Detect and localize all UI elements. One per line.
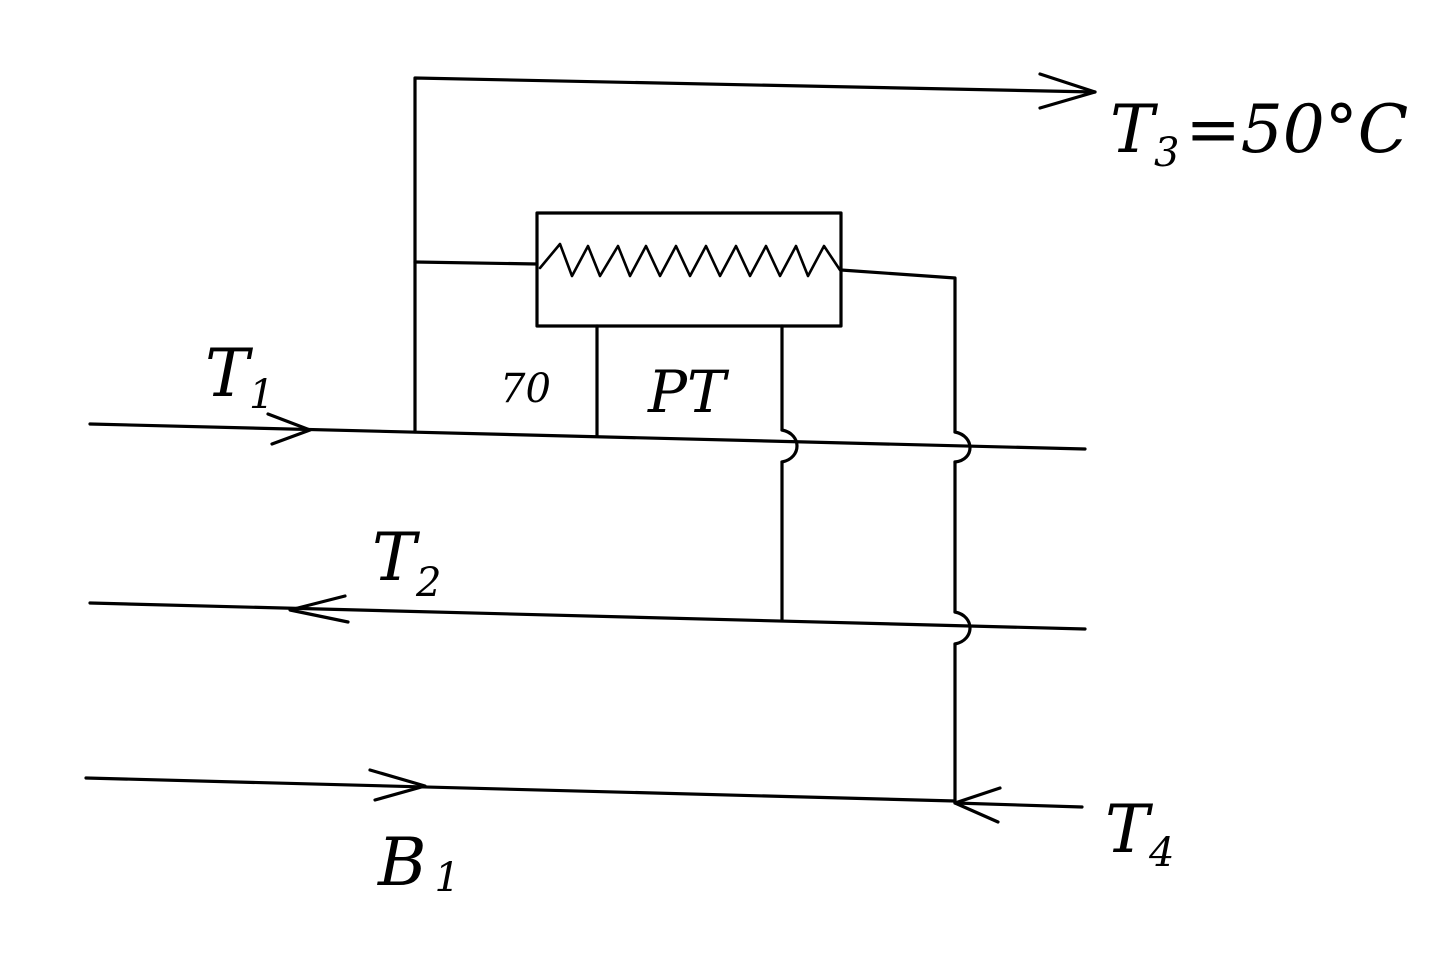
t2-arrow-icon xyxy=(288,594,350,624)
t1-label: T1 xyxy=(205,335,274,418)
t1-supply-pipe xyxy=(88,422,1087,451)
crossover-hump-regulator xyxy=(780,428,799,464)
t2-return-pipe xyxy=(88,601,1087,631)
setpoint-label: 70 xyxy=(500,366,551,412)
t1-arrow-icon xyxy=(266,412,312,446)
t3-label: T3=50°C xyxy=(1110,91,1408,176)
b1-cold-water-pipe xyxy=(84,776,957,803)
exchanger-return-pipe xyxy=(839,268,957,434)
crossover-hump-t2 xyxy=(953,610,972,646)
t3-arrow-icon xyxy=(1038,72,1097,110)
t4-arrow-icon xyxy=(953,786,1002,824)
t4-circulation-pipe xyxy=(953,801,1084,809)
b1-arrow-icon xyxy=(368,768,427,802)
t3-outlet-pipe xyxy=(413,76,1097,434)
crossover-hump-t1 xyxy=(953,430,972,464)
heat-exchanger-box xyxy=(535,211,843,328)
exchanger-inlet-pipe xyxy=(413,260,539,266)
t2-label: T2 xyxy=(372,519,441,606)
heat-exchanger-coil-icon xyxy=(538,242,842,278)
t4-label: T4 xyxy=(1105,791,1174,876)
regulator-label: PT xyxy=(647,358,730,426)
